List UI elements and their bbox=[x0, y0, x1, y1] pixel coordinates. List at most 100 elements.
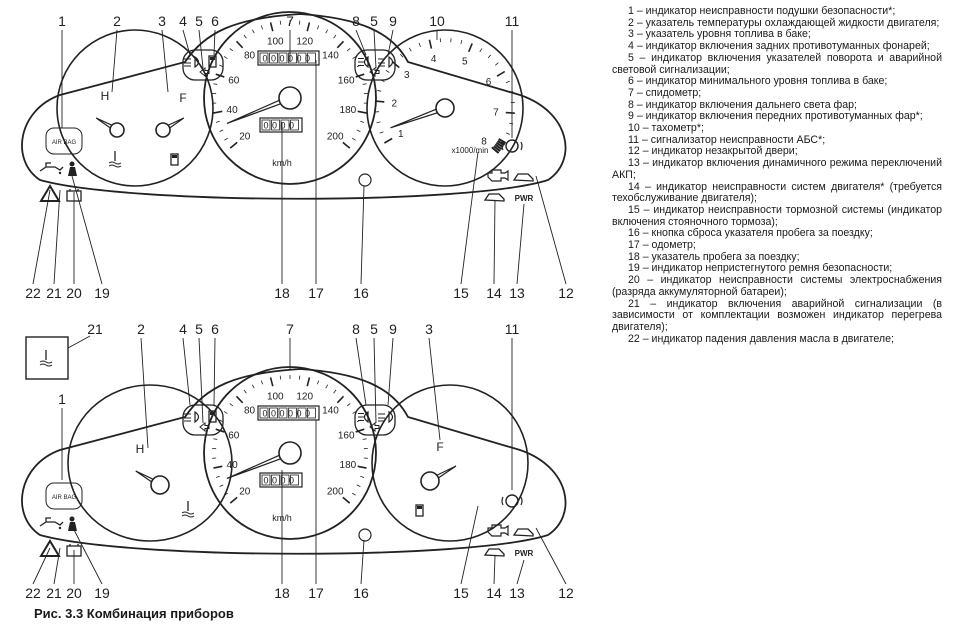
speedometer-minor-tick bbox=[362, 438, 367, 440]
callout-number: 15 bbox=[453, 585, 469, 601]
speedometer-minor-tick bbox=[362, 83, 367, 85]
speedometer-minor-tick bbox=[213, 83, 218, 85]
speedometer-tick bbox=[269, 377, 274, 387]
tachometer-minor-tick bbox=[479, 48, 483, 53]
tachometer-minor-tick bbox=[418, 42, 421, 47]
speedometer-minor-tick bbox=[219, 419, 224, 423]
temp-letter: H bbox=[101, 89, 110, 103]
callout-number: 11 bbox=[505, 13, 520, 29]
legend-item: 20 – индикатор неисправности системы эле… bbox=[612, 274, 942, 298]
trip-meter-cell bbox=[290, 474, 299, 486]
odometer-cell bbox=[269, 52, 278, 64]
speedometer-minor-tick bbox=[316, 380, 320, 385]
fuel-pump-icon bbox=[208, 410, 217, 423]
leader-line bbox=[213, 29, 216, 56]
speedometer-label: 80 bbox=[244, 406, 256, 417]
leader-line bbox=[360, 539, 365, 585]
leader-line bbox=[460, 505, 479, 585]
fuel-letter: F bbox=[179, 91, 186, 105]
fog-ray bbox=[378, 58, 385, 67]
odometer-digits: 000000 bbox=[262, 409, 313, 419]
trip-meter-cell bbox=[271, 474, 280, 486]
leader-line bbox=[387, 337, 394, 406]
open-door-icon bbox=[483, 193, 505, 202]
callout-number: 14 bbox=[486, 285, 502, 301]
tachometer-tick bbox=[391, 61, 400, 69]
speedometer-label: 160 bbox=[338, 430, 355, 441]
hazard-triangle-icon bbox=[39, 539, 61, 557]
tachometer-label: 1 bbox=[398, 129, 404, 140]
redline-mark bbox=[498, 138, 507, 144]
cluster-housing bbox=[21, 13, 567, 200]
speedometer-minor-tick bbox=[325, 384, 329, 389]
speedometer-minor-tick bbox=[356, 484, 361, 488]
leader-line bbox=[535, 175, 567, 285]
engine-icon bbox=[487, 524, 509, 537]
figure-caption: Рис. 3.3 Комбинация приборов bbox=[34, 606, 234, 621]
tachometer-label: 5 bbox=[462, 57, 468, 68]
callout-number: 10 bbox=[429, 13, 445, 29]
legend-item: 14 – индикатор неисправности систем двиг… bbox=[612, 180, 942, 205]
fuel-pump-icon bbox=[415, 504, 424, 517]
overheat-indicator-inset bbox=[25, 335, 91, 380]
legend-item: 10 – тахометр*; bbox=[628, 122, 704, 135]
leader-line bbox=[53, 547, 61, 585]
leader-line bbox=[460, 151, 479, 285]
speedometer-minor-tick bbox=[219, 484, 224, 488]
speedometer-tick bbox=[355, 73, 365, 78]
speedometer-minor-tick bbox=[251, 384, 255, 389]
legend-item: 15 – индикатор неисправности тормозной с… bbox=[612, 203, 942, 228]
coolant-waves bbox=[39, 360, 53, 367]
speedometer-tick bbox=[213, 465, 223, 469]
headlight-icon bbox=[363, 55, 369, 69]
speedometer-label: 40 bbox=[227, 460, 239, 471]
right-gauge-bezel bbox=[371, 384, 529, 542]
callout-number: 5 bbox=[370, 13, 378, 29]
leader-line bbox=[535, 527, 567, 585]
temp-letter: H bbox=[136, 442, 145, 456]
callout-number: 13 bbox=[509, 285, 525, 301]
speedometer-label: 200 bbox=[327, 131, 344, 142]
tachometer-tick bbox=[383, 137, 393, 144]
callout-number: 14 bbox=[486, 585, 502, 601]
callout-number: 5 bbox=[195, 321, 203, 337]
callout-number: 17 bbox=[308, 585, 324, 601]
callout-number: 3 bbox=[425, 321, 433, 337]
oil-can-icon bbox=[39, 517, 64, 527]
turn-signal-icon bbox=[199, 421, 210, 433]
speedometer-minor-tick bbox=[223, 411, 228, 414]
fuel-pump-window bbox=[210, 57, 215, 60]
speedometer-tick bbox=[306, 377, 311, 387]
speedometer-tick bbox=[336, 40, 345, 49]
callout-number: 1 bbox=[58, 13, 66, 29]
trip-meter-cell bbox=[280, 474, 290, 486]
speedometer-tick bbox=[355, 428, 365, 433]
tachometer-tick bbox=[496, 70, 506, 77]
leader-line bbox=[182, 29, 191, 56]
fuel-letter: F bbox=[436, 440, 443, 454]
callout-number: 6 bbox=[211, 13, 219, 29]
fog-ray bbox=[184, 413, 191, 422]
oil-drop bbox=[58, 171, 62, 175]
speedometer-minor-tick bbox=[360, 475, 365, 478]
odometer-cell bbox=[259, 52, 269, 64]
tachometer-label: 7 bbox=[493, 107, 499, 118]
callout-number: 2 bbox=[137, 321, 145, 337]
tachometer-hub bbox=[435, 98, 455, 118]
callout-number: 18 bbox=[274, 585, 290, 601]
speedometer-label: 120 bbox=[296, 391, 313, 402]
speedometer-minor-tick bbox=[333, 34, 337, 39]
speedometer-hub bbox=[278, 441, 302, 465]
right-gauge-bezel bbox=[366, 29, 524, 187]
tachometer-minor-tick bbox=[408, 47, 412, 52]
turn-signal-icon bbox=[369, 421, 380, 433]
airbag-indicator bbox=[45, 127, 83, 155]
tachometer-minor-tick bbox=[379, 131, 384, 134]
leader-line bbox=[198, 337, 204, 424]
fog-light-icon bbox=[388, 410, 394, 424]
speedometer-minor-tick bbox=[346, 48, 351, 52]
tachometer-label: 4 bbox=[431, 54, 437, 65]
speedometer-label: 180 bbox=[340, 105, 357, 116]
